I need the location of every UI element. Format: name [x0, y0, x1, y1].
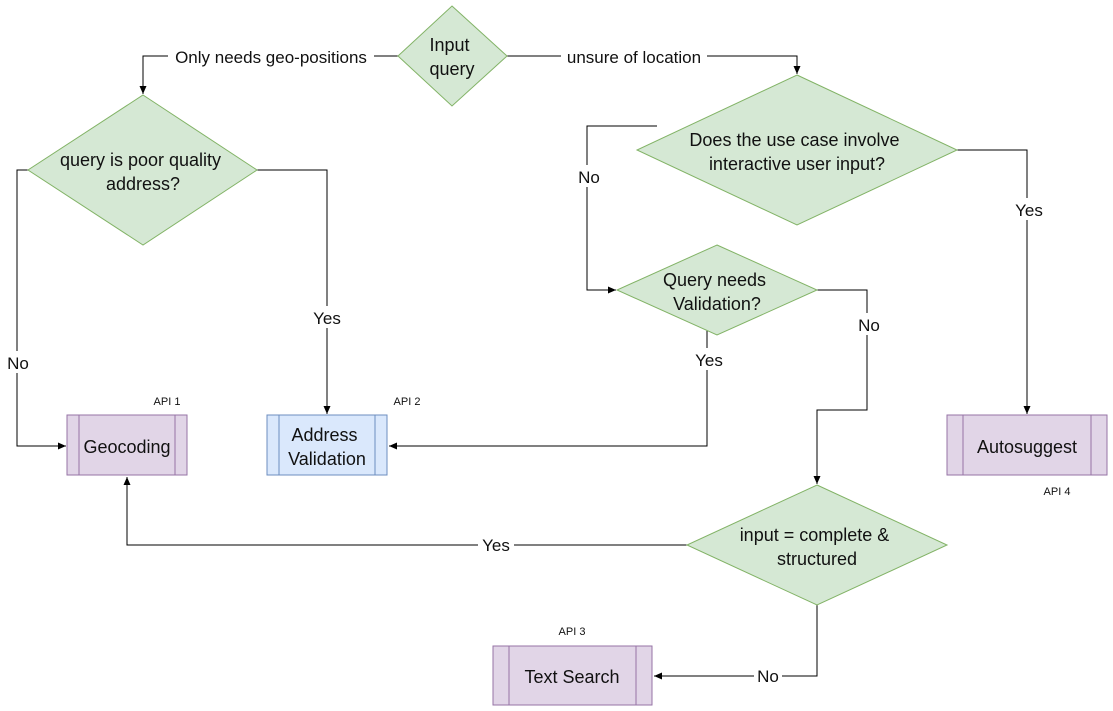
edge-label-complete-no: No [754, 665, 782, 687]
text-search-label: Text Search [524, 667, 619, 687]
edge-label-interactive-no: No [575, 165, 603, 187]
process-autosuggest: Autosuggest API 4 [946, 414, 1108, 498]
process-text-search: Text Search API 3 [492, 626, 653, 706]
svg-text:Input query: Input query [429, 35, 474, 79]
edge-interactive-no-to-needs-validation [586, 125, 657, 294]
edge-label-poor-yes: Yes [309, 306, 345, 328]
svg-text:query is poor quality ad: query is poor quality address? [60, 150, 226, 194]
decision-poor-quality-address: query is poor quality address? [27, 94, 258, 246]
api-1-label: API 1 [154, 396, 181, 408]
edge-label-only-geo: Only needs geo-positions [168, 45, 374, 67]
svg-text:No: No [858, 316, 880, 335]
svg-text:Yes: Yes [1015, 201, 1043, 220]
decision-query-needs-validation: Query needs Validation? [615, 244, 819, 336]
autosuggest-label: Autosuggest [977, 437, 1077, 457]
edge-validation-no-to-complete [813, 289, 868, 484]
edge-label-validation-yes: Yes [691, 348, 727, 370]
svg-text:Yes: Yes [482, 536, 510, 555]
svg-text:Yes: Yes [313, 309, 341, 328]
process-address-validation: Address Validation API 2 [266, 396, 421, 476]
edge-label-interactive-yes: Yes [1011, 198, 1047, 220]
edge-interactive-yes-to-autosuggest [957, 149, 1031, 414]
process-geocoding: Geocoding API 1 [66, 396, 188, 476]
svg-text:No: No [578, 168, 600, 187]
edge-validation-yes-to-address-validation [389, 330, 708, 450]
edge-complete-yes-to-geocoding [123, 477, 687, 546]
edge-label-validation-no: No [855, 313, 883, 335]
edge-poor-no-to-geocoding [16, 169, 66, 450]
api-4-label: API 4 [1044, 486, 1071, 498]
svg-text:Yes: Yes [695, 351, 723, 370]
edge-label-unsure-location: unsure of location [561, 45, 707, 67]
svg-text:unsure of location: unsure of location [567, 48, 701, 67]
decision-complete-structured: input = complete & structured [685, 484, 949, 606]
svg-text:Only needs geo-positions: Only needs geo-positions [175, 48, 367, 67]
svg-text:Does the use case involve: Does the use case involve interactive us… [689, 130, 904, 174]
svg-text:input = complete & struc: input = complete & structured [740, 525, 895, 569]
edge-complete-no-to-text-search [654, 605, 818, 680]
edge-label-poor-no: No [4, 351, 32, 373]
edge-label-complete-yes: Yes [478, 534, 514, 556]
decision-input-query: Input query [397, 5, 508, 107]
svg-text:No: No [757, 667, 779, 686]
geocoding-label: Geocoding [83, 437, 170, 457]
svg-text:Query needs Validation?: Query needs Validation? [663, 270, 771, 314]
api-3-label: API 3 [559, 626, 586, 638]
svg-text:No: No [7, 354, 29, 373]
api-2-label: API 2 [394, 396, 421, 408]
address-validation-label: Address Validation [288, 425, 366, 469]
edge-poor-yes-to-validation [257, 169, 331, 414]
decision-interactive-user-input: Does the use case involve interactive us… [635, 74, 959, 226]
